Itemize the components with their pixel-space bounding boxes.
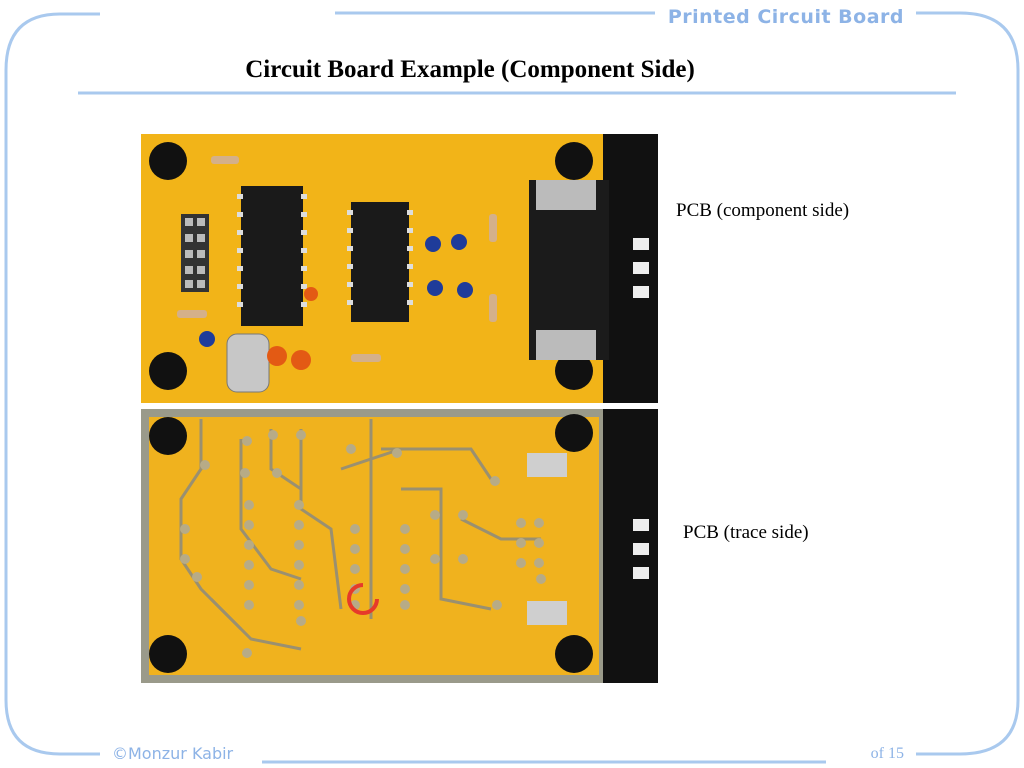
footer-author: ©Monzur Kabir	[112, 744, 234, 763]
header-title: Printed Circuit Board	[667, 6, 904, 28]
component-side-caption: PCB (component side)	[676, 200, 850, 221]
pcb-component-side-photo	[141, 134, 658, 403]
footer-page-number: of 15	[870, 745, 904, 762]
pcb-trace-side-photo	[141, 409, 658, 683]
slide-title: Circuit Board Example (Component Side)	[245, 56, 695, 83]
trace-side-caption: PCB (trace side)	[683, 522, 809, 543]
